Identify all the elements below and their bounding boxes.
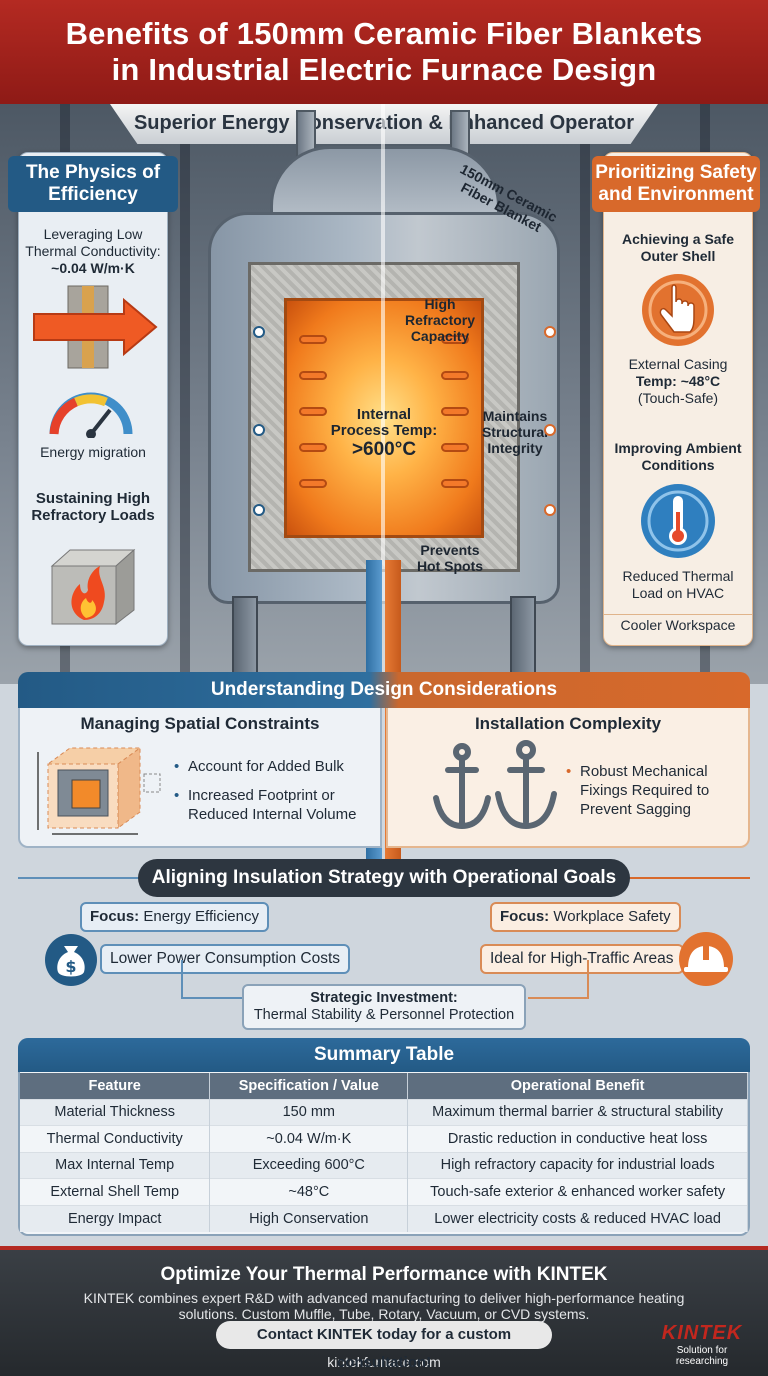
furnace-leg	[510, 596, 536, 676]
table-cell: ~48°C	[209, 1178, 409, 1206]
energy-migration-text: Energy migration	[40, 444, 146, 460]
table-header: Operational Benefit	[407, 1073, 748, 1099]
table-cell: 150 mm	[209, 1098, 409, 1126]
safety-panel	[603, 152, 753, 646]
align-title: Aligning Insulation Strategy with Operat…	[138, 859, 630, 897]
strategic-investment-box: Strategic Investment: Thermal Stability …	[242, 984, 526, 1030]
casing-temp-text: External Casing Temp: ~48°C (Touch-Safe)	[628, 356, 728, 406]
design-title: Understanding Design Considerations	[18, 672, 750, 708]
anchor-icon	[433, 740, 557, 830]
table-cell: Max Internal Temp	[20, 1151, 211, 1179]
page-title-line2: in Industrial Electric Furnace Design	[111, 52, 657, 87]
contact-cta-button[interactable]: Contact KINTEK today for a custom consul…	[216, 1321, 552, 1371]
page-header: Benefits of 150mm Ceramic Fiber Blankets…	[0, 0, 768, 104]
table-cell: Touch-safe exterior & enhanced worker sa…	[407, 1178, 748, 1206]
footer-body: KINTEK combines expert R&D with advanced…	[83, 1290, 685, 1322]
table-cell: Material Thickness	[20, 1098, 211, 1126]
footer-url[interactable]: kintekfurnace.com	[0, 1354, 768, 1370]
page-title-line1: Benefits of 150mm Ceramic Fiber Blankets	[65, 16, 703, 51]
thermometer-icon	[641, 484, 715, 558]
table-cell: ~0.04 W/m·K	[209, 1125, 409, 1153]
table-header-row: Feature Specification / Value Operationa…	[20, 1073, 748, 1099]
gauge-icon	[49, 392, 133, 438]
installation-title: Installation Complexity	[474, 714, 662, 733]
table-cell: High refractory capacity for industrial …	[407, 1151, 748, 1179]
table-cell: Energy Impact	[20, 1204, 211, 1232]
lower-costs-pill: Lower Power Consumption Costs	[100, 944, 351, 974]
table-cell: Exceeding 600°C	[209, 1151, 409, 1179]
table-header: Specification / Value	[209, 1073, 409, 1099]
fire-block-icon	[50, 548, 136, 626]
focus-safety-pill: Focus: Workplace Safety	[490, 902, 681, 932]
spatial-title: Managing Spatial Constraints	[80, 714, 320, 733]
money-bag-icon: $	[45, 934, 97, 986]
high-traffic-pill: Ideal for High-Traffic Areas	[480, 944, 684, 974]
focus-energy-pill: Focus: Energy Efficiency	[80, 902, 269, 932]
table-cell: Lower electricity costs & reduced HVAC l…	[407, 1204, 748, 1232]
hot-arrow-icon	[33, 285, 158, 369]
table-cell: Maximum thermal barrier & structural sta…	[407, 1098, 748, 1126]
table-header: Feature	[20, 1073, 211, 1099]
summary-table: Feature Specification / Value Operationa…	[20, 1073, 748, 1232]
table-cell: High Conservation	[209, 1204, 409, 1232]
cooler-workspace-text: Cooler Workspace	[603, 614, 753, 634]
center-divider	[381, 104, 385, 684]
flow-lines	[181, 960, 589, 999]
touch-hand-icon	[642, 274, 714, 346]
furnace-leg	[232, 596, 258, 676]
summary-title: Summary Table	[18, 1038, 750, 1072]
hard-hat-icon	[679, 932, 733, 986]
furnace-box-icon	[37, 747, 161, 835]
table-cell: External Shell Temp	[20, 1178, 211, 1206]
footer: Optimize Your Thermal Performance with K…	[0, 1246, 768, 1376]
table-cell: Drastic reduction in conductive heat los…	[407, 1125, 748, 1153]
svg-text:$: $	[65, 957, 76, 976]
footer-title: Optimize Your Thermal Performance with K…	[160, 1264, 608, 1285]
kintek-logo: KINTEK Solution for researching	[661, 1322, 743, 1367]
bulk-bullet: Account for Added Bulk	[174, 757, 344, 776]
table-cell: Thermal Conductivity	[20, 1125, 211, 1153]
